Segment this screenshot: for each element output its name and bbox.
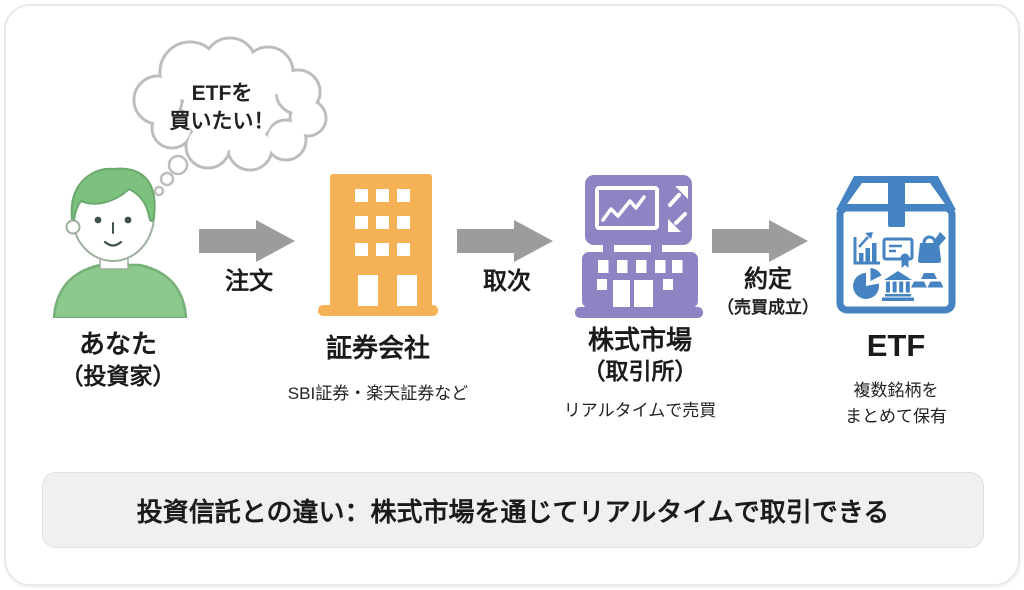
arrow-order-label: 注文 <box>225 268 273 295</box>
arrow-right-icon <box>712 220 808 262</box>
bubble-text-line1: ETFを <box>192 82 253 105</box>
arrow-execution-label: 約定 <box>744 266 792 293</box>
investor-title: あなた <box>78 329 157 359</box>
broker-title: 証券会社 <box>325 333 430 363</box>
broker-note: SBI証券・楽天証券など <box>287 384 469 403</box>
difference-banner: 投資信託との違い：株式市場を通じてリアルタイムで取引できる <box>42 472 984 548</box>
etf-note-line1: 複数銘柄を <box>853 381 939 400</box>
arrow-right-icon <box>457 220 553 262</box>
market-title: 株式市場 <box>587 325 692 355</box>
bubble-text-line2: 買いたい！ <box>170 110 275 133</box>
stock-exchange-icon <box>575 175 703 318</box>
etf-title: ETF <box>866 328 926 363</box>
thought-bubble-icon: ETFを 買いたい！ <box>132 36 328 197</box>
arrow-right-icon <box>199 220 295 262</box>
etf-note-line2: まとめて保有 <box>845 407 947 426</box>
difference-banner-text: 投資信託との違い：株式市場を通じてリアルタイムで取引できる <box>136 496 890 527</box>
person-icon <box>52 167 188 318</box>
arrow-relay-label: 取次 <box>483 268 531 295</box>
investor-subtitle: （投資家） <box>60 363 176 389</box>
market-note: リアルタイムで売買 <box>563 401 717 420</box>
office-building-icon <box>318 174 438 316</box>
arrow-execution-sublabel: （売買成立） <box>717 298 819 317</box>
market-subtitle: （取引所） <box>582 358 698 384</box>
package-box-icon <box>836 176 956 314</box>
